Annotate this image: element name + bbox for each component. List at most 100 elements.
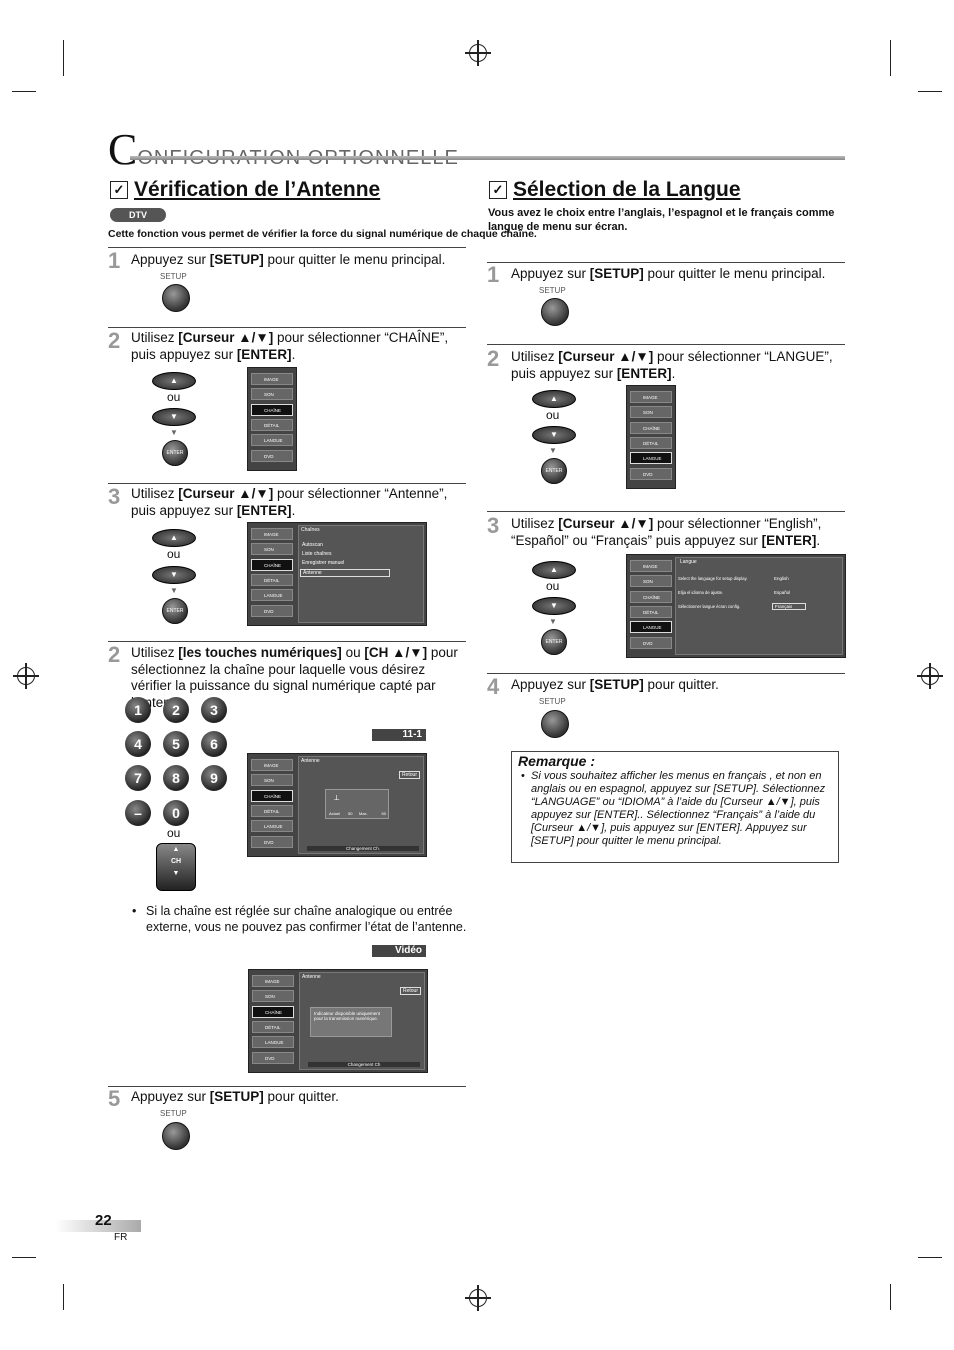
t: Utilisez	[511, 349, 559, 364]
cursor-down-button[interactable]: ▼	[152, 566, 196, 584]
max-label: Max.	[359, 811, 368, 816]
langue-prompt: Select the language for setup display.	[678, 576, 748, 581]
key: [SETUP]	[589, 266, 644, 281]
numpad-7[interactable]: 7	[125, 765, 151, 791]
crop-mark	[12, 1257, 36, 1258]
t: Utilisez	[131, 330, 179, 345]
t: pour quitter le menu principal.	[643, 266, 826, 281]
numpad-9[interactable]: 9	[201, 765, 227, 791]
change-ch-label: Changement Ch.	[307, 846, 419, 851]
t: pour quitter.	[263, 1089, 339, 1104]
menu-item-son: SON	[251, 388, 293, 400]
step-divider	[108, 641, 466, 642]
enter-button[interactable]: ENTER	[541, 458, 567, 484]
header-bar	[130, 156, 845, 160]
setup-button[interactable]	[541, 710, 569, 738]
numpad-5[interactable]: 5	[163, 731, 189, 757]
step-number: 3	[487, 513, 500, 538]
langue-prompt: Sélectionner langue écran config.	[678, 604, 741, 609]
step-number: 2	[108, 642, 121, 667]
chaine-panel: Chaînes Autoscan Liste chaînes Enregistr…	[298, 525, 424, 623]
section-title-text: Sélection de la Langue	[513, 178, 741, 201]
retour-button: Retour	[399, 987, 421, 995]
menu-item-chaine: CHAÎNE	[251, 404, 293, 416]
setup-button[interactable]	[541, 298, 569, 326]
panel-item-selected: Antenne	[300, 569, 390, 577]
cursor-down-button[interactable]: ▼	[152, 408, 196, 426]
setup-label: SETUP	[539, 286, 566, 295]
menu-item-chaine: CHAÎNE	[251, 790, 293, 802]
remark-box: Remarque : • Si vous souhaitez afficher …	[511, 751, 839, 863]
menu-item-image: IMAGE	[251, 373, 293, 385]
menu-item-image: IMAGE	[251, 528, 293, 540]
crop-mark	[890, 40, 891, 76]
step-4-text: Appuyez sur [SETUP] pour quitter.	[511, 677, 846, 694]
step-divider	[487, 344, 845, 345]
key: [ENTER]	[236, 346, 292, 362]
setup-label: SETUP	[539, 697, 566, 706]
menu-item-langue: LANGUE	[252, 1036, 294, 1048]
numpad-3[interactable]: 3	[201, 697, 227, 723]
setup-label: SETUP	[160, 1109, 187, 1118]
enter-button[interactable]: ENTER	[541, 629, 567, 655]
arrow-down-icon: ▼	[549, 617, 557, 626]
numpad-1[interactable]: 1	[125, 697, 151, 723]
menu-item-detail: DÉTAIL	[251, 805, 293, 817]
menu-item-chaine: CHAÎNE	[630, 591, 672, 603]
change-ch-label: Changement Ch	[308, 1062, 420, 1067]
numpad-2[interactable]: 2	[163, 697, 189, 723]
ch-down-icon: ▼	[172, 870, 180, 877]
numpad-6[interactable]: 6	[201, 731, 227, 757]
menu-item-image: IMAGE	[251, 759, 293, 771]
remark-text: Si vous souhaitez afficher les menus en …	[531, 770, 826, 847]
cursor-up-button[interactable]: ▲	[152, 372, 196, 390]
video-message: Indicateur disponible uniquement pour la…	[310, 1007, 392, 1037]
cursor-up-button[interactable]: ▲	[532, 390, 576, 408]
menu-item-dvd: DVD	[251, 450, 293, 462]
t: .	[816, 532, 821, 548]
key: [SETUP]	[209, 252, 264, 267]
t: .	[291, 502, 296, 518]
step-divider	[487, 262, 845, 263]
menu-item-langue: LANGUE	[630, 452, 672, 464]
key: [SETUP]	[589, 677, 644, 692]
numpad-dash[interactable]: –	[125, 800, 151, 826]
menu-item-langue: LANGUE	[251, 434, 293, 446]
t: pour quitter le menu principal.	[263, 252, 446, 267]
setup-button[interactable]	[162, 1122, 190, 1150]
panel-item: Enregistrer manuel	[302, 560, 345, 566]
menu-screen: IMAGE SON CHAÎNE DÉTAIL LANGUE DVD	[247, 367, 297, 471]
chaine-screen: IMAGE SON CHAÎNE DÉTAIL LANGUE DVD Chaîn…	[247, 522, 427, 626]
setup-button[interactable]	[162, 284, 190, 312]
panel-title: Antenne	[301, 758, 320, 764]
enter-button[interactable]: ENTER	[162, 598, 188, 624]
key: [Curseur ▲/▼]	[178, 486, 274, 501]
ch-rocker-button[interactable]: ▲ CH ▼	[156, 843, 196, 891]
numpad-8[interactable]: 8	[163, 765, 189, 791]
ou-label: ou	[546, 579, 560, 593]
section-title-langue: ✓Sélection de la Langue	[489, 178, 741, 202]
key: [Curseur ▲/▼]	[558, 349, 654, 364]
numpad-0[interactable]: 0	[163, 800, 189, 826]
t: Utilisez	[511, 516, 559, 531]
cursor-down-button[interactable]: ▼	[532, 597, 576, 615]
menu-item-image: IMAGE	[630, 391, 672, 403]
ch-up-icon: ▲	[172, 846, 180, 853]
langue-option: Español	[774, 590, 791, 595]
video-label: Vidéo	[372, 945, 426, 957]
retour-button: Retour	[398, 771, 420, 779]
crop-mark	[918, 1257, 942, 1258]
cursor-down-button[interactable]: ▼	[532, 426, 576, 444]
menu-item-son: SON	[630, 406, 672, 418]
step-divider	[108, 247, 466, 248]
t: pour sélectionner “LANGUE”, puis appuyez…	[511, 349, 833, 381]
numpad-4[interactable]: 4	[125, 731, 151, 757]
remark-title: Remarque :	[518, 753, 596, 769]
language-code: FR	[114, 1232, 128, 1243]
menu-item-image: IMAGE	[252, 975, 294, 987]
menu-screen: IMAGE SON CHAÎNE DÉTAIL LANGUE DVD	[626, 385, 676, 489]
enter-button[interactable]: ENTER	[162, 440, 188, 466]
cursor-up-button[interactable]: ▲	[532, 561, 576, 579]
cursor-up-button[interactable]: ▲	[152, 529, 196, 547]
step-3-text: Utilisez [Curseur ▲/▼] pour sélectionner…	[131, 486, 461, 519]
